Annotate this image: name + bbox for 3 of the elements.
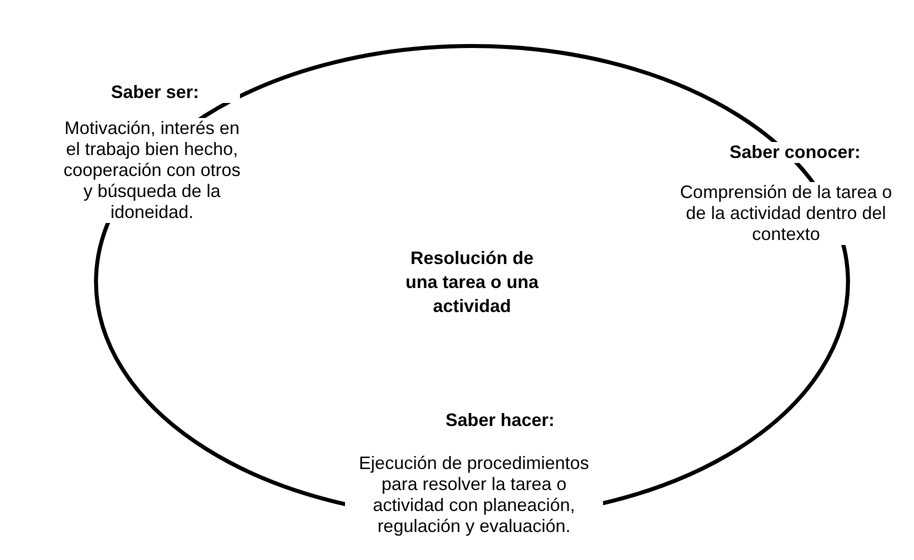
description-text: Ejecución de procedimientos para resolver la tarea o actividad con planeación, regulación y evaluación. [345,453,603,537]
center-text: Resolución de una tarea o una actividad [404,247,540,318]
description-text: Motivación, interés en el trabajo bien hecho, cooperación con otros y búsqueda de la idoneidad. [62,118,242,223]
